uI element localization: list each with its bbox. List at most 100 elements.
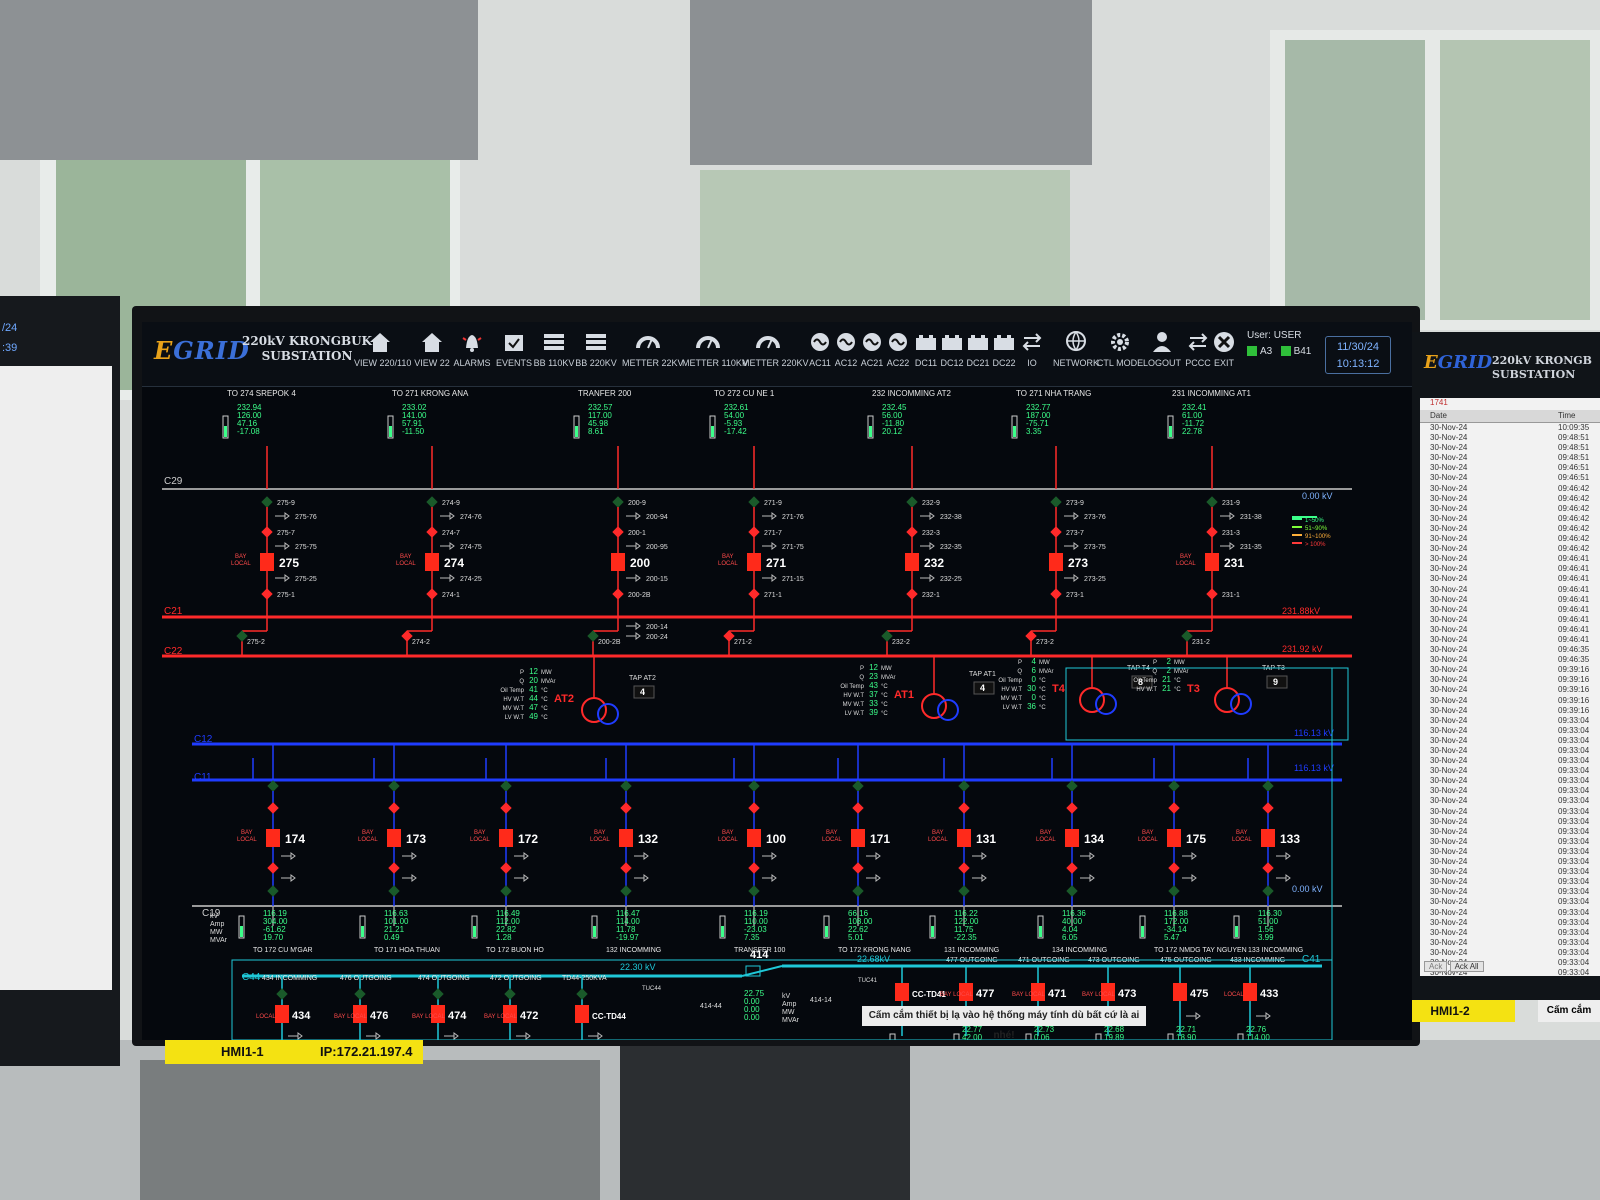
isolator-271-9[interactable] xyxy=(748,496,760,508)
breaker-131[interactable] xyxy=(957,829,971,847)
breaker-174[interactable] xyxy=(266,829,280,847)
earth-switch[interactable] xyxy=(635,632,641,640)
breaker-132[interactable] xyxy=(619,829,633,847)
isolator-200-2B[interactable] xyxy=(587,630,599,642)
breaker-472[interactable] xyxy=(503,1005,517,1023)
earth-switch[interactable] xyxy=(411,874,417,882)
breaker-232[interactable] xyxy=(905,553,919,571)
toolbar-button-view-220-110[interactable]: VIEW 220/110 xyxy=(354,328,411,368)
isolator-200-9[interactable] xyxy=(612,496,624,508)
toolbar-button-exit[interactable]: EXIT xyxy=(1198,328,1250,368)
earth-switch[interactable] xyxy=(1285,852,1291,860)
isolator-bay-175-1[interactable] xyxy=(1168,780,1180,792)
breaker-473[interactable] xyxy=(1101,983,1115,1001)
isolator-bay-131-9[interactable] xyxy=(958,885,970,897)
earth-switch[interactable] xyxy=(875,852,881,860)
isolator-200-1[interactable] xyxy=(612,526,624,538)
isolator-232-2[interactable] xyxy=(881,630,893,642)
breaker-471[interactable] xyxy=(1031,983,1045,1001)
isolator-bay-172-2[interactable] xyxy=(500,802,512,814)
earth-switch[interactable] xyxy=(1089,874,1095,882)
breaker-274[interactable] xyxy=(425,553,439,571)
isolator-bay-134-2[interactable] xyxy=(1066,802,1078,814)
isolator-bay-133-1[interactable] xyxy=(1262,780,1274,792)
isolator-271-1[interactable] xyxy=(748,588,760,600)
isolator-bay-172-1[interactable] xyxy=(500,780,512,792)
isolator-274-1[interactable] xyxy=(426,588,438,600)
isolator-bay-133-3[interactable] xyxy=(1262,862,1274,874)
earth-switch[interactable] xyxy=(643,874,649,882)
toolbar-button-dc12[interactable]: DC12 xyxy=(938,328,966,368)
isolator-231-2[interactable] xyxy=(1181,630,1193,642)
earth-switch[interactable] xyxy=(284,542,290,550)
earth-switch[interactable] xyxy=(1073,512,1079,520)
isolator-274-7[interactable] xyxy=(426,526,438,538)
breaker-100[interactable] xyxy=(747,829,761,847)
isolator-bay-132-2[interactable] xyxy=(620,802,632,814)
earth-switch[interactable] xyxy=(635,512,641,520)
toolbar-button-alarms[interactable]: ALARMS xyxy=(446,328,498,368)
breaker-477[interactable] xyxy=(959,983,973,1001)
earth-switch[interactable] xyxy=(875,874,881,882)
breaker-476[interactable] xyxy=(353,1005,367,1023)
earth-switch[interactable] xyxy=(1285,874,1291,882)
toolbar-button-network[interactable]: NETWORK xyxy=(1050,328,1102,368)
earth-switch[interactable] xyxy=(1229,542,1235,550)
isolator-bay-171-2[interactable] xyxy=(852,802,864,814)
earth-switch[interactable] xyxy=(411,852,417,860)
isolator-231-3[interactable] xyxy=(1206,526,1218,538)
isolator-bay-172-3[interactable] xyxy=(500,862,512,874)
earth-switch[interactable] xyxy=(1073,574,1079,582)
isolator-232-9[interactable] xyxy=(906,496,918,508)
isolator-bay-171-9[interactable] xyxy=(852,885,864,897)
toolbar-button-ac22[interactable]: AC22 xyxy=(884,328,912,368)
earth-switch[interactable] xyxy=(375,1032,381,1040)
isolator-273-7[interactable] xyxy=(1050,526,1062,538)
breaker-231[interactable] xyxy=(1205,553,1219,571)
toolbar-button-metter-110kv[interactable]: METTER 110KV xyxy=(682,328,748,368)
breaker-433[interactable] xyxy=(1243,983,1257,1001)
isolator-bay-131-3[interactable] xyxy=(958,862,970,874)
isolator-bay-134-9[interactable] xyxy=(1066,885,1078,897)
earth-switch[interactable] xyxy=(284,574,290,582)
earth-switch[interactable] xyxy=(1265,1012,1271,1020)
isolator-22[interactable] xyxy=(276,988,288,1000)
isolator-bay-132-1[interactable] xyxy=(620,780,632,792)
isolator-275-1[interactable] xyxy=(261,588,273,600)
earth-switch[interactable] xyxy=(449,512,455,520)
tie-breaker-414[interactable] xyxy=(745,965,761,977)
breaker-275[interactable] xyxy=(260,553,274,571)
breaker-475[interactable] xyxy=(1173,983,1187,1001)
earth-switch[interactable] xyxy=(597,1032,603,1040)
isolator-271-7[interactable] xyxy=(748,526,760,538)
